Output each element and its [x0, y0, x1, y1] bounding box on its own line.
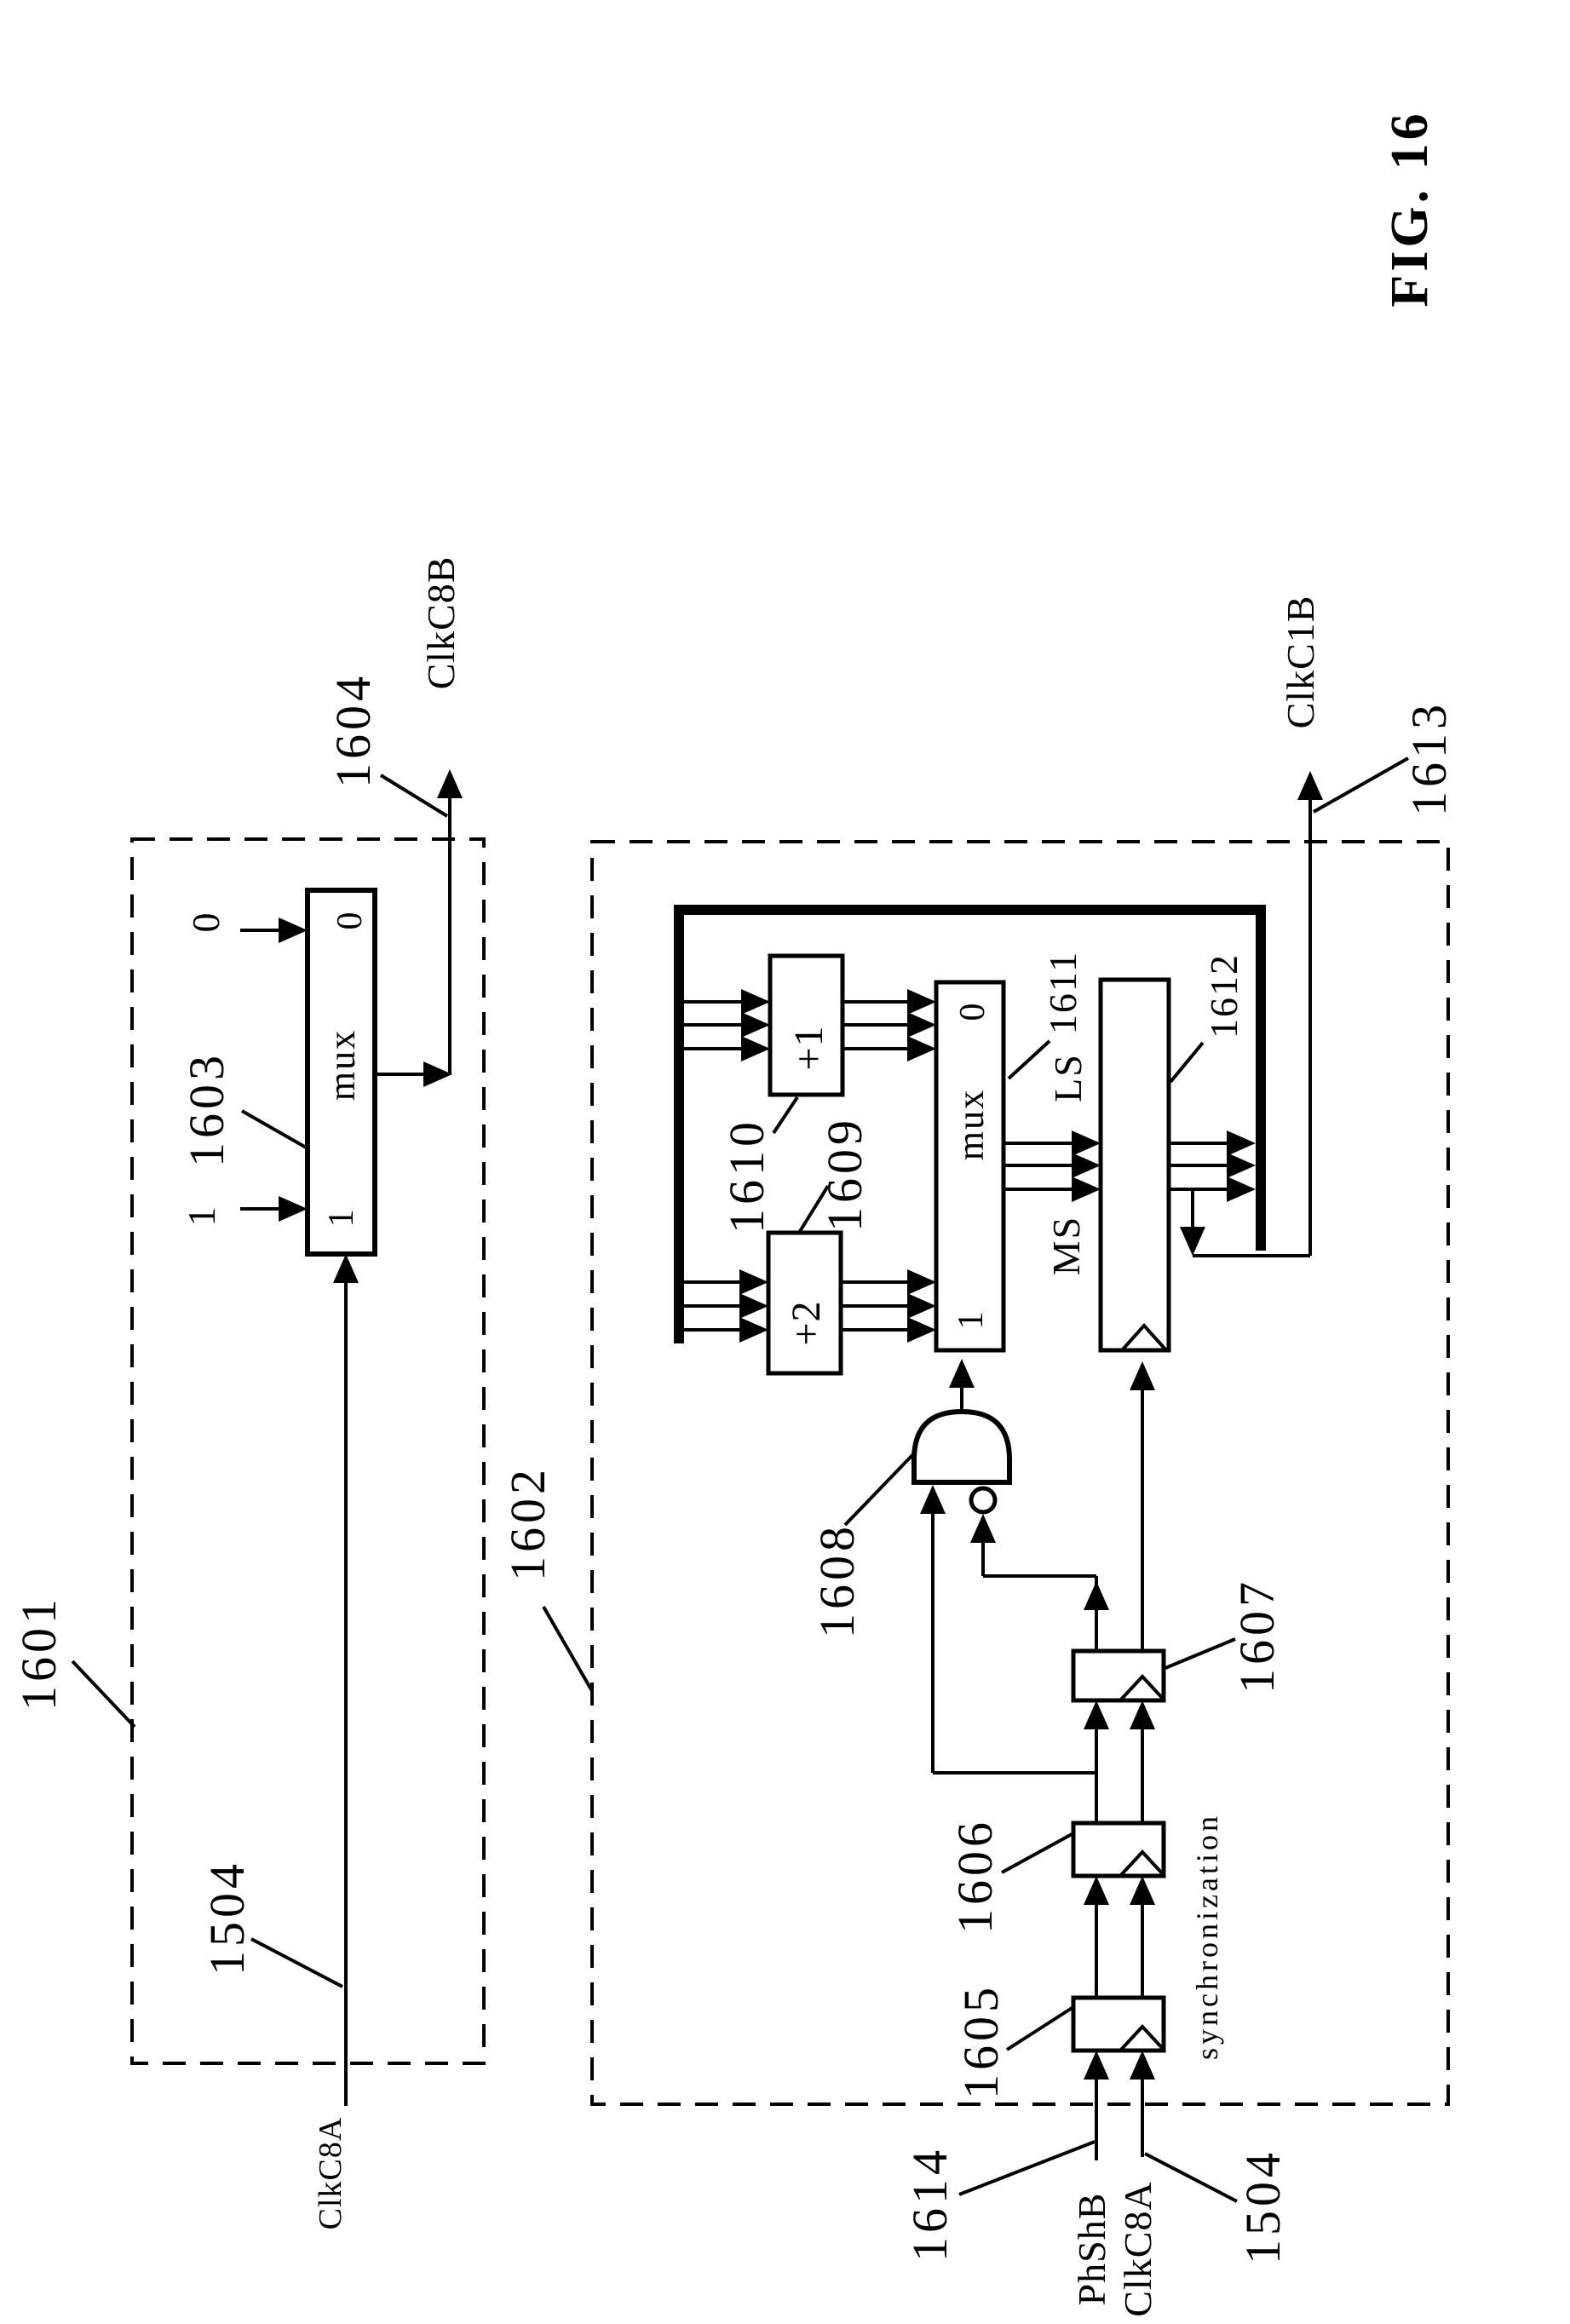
- ref-label-1614: 1614: [902, 2146, 958, 2262]
- register-to-bus-wires: [1169, 1142, 1229, 1191]
- mux-1611-port-1: 1: [952, 1311, 991, 1330]
- reference-leader-lines: [71, 756, 1409, 2203]
- divide-by-1p5-dashed-box: [590, 840, 1450, 2106]
- plus1-to-mux-wires: [843, 1000, 910, 1050]
- register-1612-box: [1098, 977, 1171, 1353]
- register-clock-chevron: [1120, 1323, 1168, 1352]
- ref-label-1602: 1602: [500, 1465, 555, 1581]
- bus-to-plus1-wires: [684, 1000, 744, 1050]
- signal-phshb: PhShB: [1070, 2192, 1113, 2306]
- plus1-box: [768, 953, 845, 1097]
- mux-1603-port-0: 0: [331, 912, 370, 930]
- ff-1607-clock-chevron: [1119, 1674, 1166, 1702]
- ref-label-1601: 1601: [11, 1595, 66, 1711]
- ref-label-1609: 1609: [817, 1116, 872, 1232]
- mux-1603-wires: [240, 797, 451, 2106]
- ref-label-1610: 1610: [719, 1118, 774, 1234]
- ref-label-1504-top: 1504: [199, 1860, 255, 1976]
- signal-clkc8b: ClkC8B: [419, 555, 463, 690]
- plus2-box: [766, 1230, 843, 1376]
- mux-1611-port-0: 0: [953, 1003, 992, 1021]
- bus-to-plus2-wires: [684, 1280, 742, 1332]
- plus2-label: +2: [784, 1300, 829, 1346]
- ff-1606-clock-chevron: [1119, 1849, 1166, 1878]
- mux-1603-box: [305, 888, 377, 1257]
- ref-label-1604: 1604: [325, 672, 381, 788]
- ref-label-1611: 1611: [1041, 950, 1084, 1035]
- const-one-label: 1: [180, 1206, 223, 1227]
- ff-1607-box: [1071, 1648, 1166, 1703]
- signal-clkc8a-top: ClkC8A: [313, 2116, 348, 2230]
- mux-1603-port-1: 1: [322, 1209, 361, 1228]
- ref-label-1613: 1613: [1401, 700, 1457, 816]
- ref-label-1612: 1612: [1202, 953, 1245, 1038]
- and-gate-inverter-bubble: [969, 1486, 998, 1515]
- arrowheads: [279, 769, 1323, 2080]
- ref-label-1603: 1603: [179, 1051, 234, 1167]
- ref-label-1608: 1608: [809, 1522, 865, 1638]
- plus2-to-mux-wires: [841, 1280, 910, 1332]
- mux-to-register-wires: [1004, 1142, 1074, 1191]
- plus1-label: +1: [786, 1025, 831, 1071]
- clkc1b-output-wire: [1191, 799, 1312, 1257]
- mux-1611-box: [934, 980, 1006, 1353]
- ref-label-1605: 1605: [953, 1983, 1009, 2099]
- figure-caption: FIG. 16: [1381, 110, 1439, 308]
- and-gate-1608: [912, 1408, 1012, 1485]
- feedback-bus-thick: [674, 905, 1266, 1343]
- ff-1606-box: [1071, 1821, 1166, 1878]
- signal-clkc8a-bottom: ClkC8A: [1116, 2181, 1159, 2317]
- register-port-ls: LS: [1046, 1053, 1090, 1102]
- const-zero-label: 0: [184, 912, 227, 933]
- signal-clkc1b: ClkC1B: [1279, 595, 1322, 729]
- ref-label-1504-bottom: 1504: [1235, 2149, 1291, 2264]
- ref-label-1606: 1606: [947, 1818, 1003, 1934]
- synchronization-caption: synchronization: [1190, 1813, 1224, 2060]
- register-port-ms: MS: [1044, 1215, 1088, 1276]
- ff-1605-clock-chevron: [1119, 2024, 1166, 2052]
- ff-1605-box: [1071, 1995, 1166, 2053]
- mux-1611-label: mux: [950, 1088, 992, 1161]
- ref-label-1607: 1607: [1229, 1578, 1285, 1694]
- mux-1603-label: mux: [321, 1028, 363, 1102]
